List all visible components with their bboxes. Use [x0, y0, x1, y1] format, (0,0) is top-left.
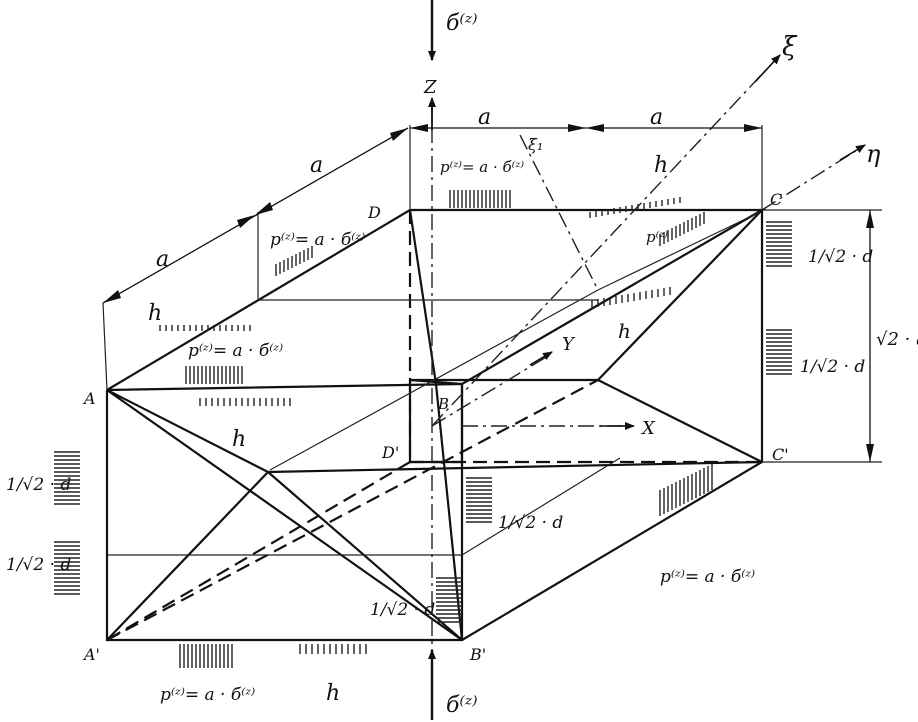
- axis-xi1-label: ξ₁: [528, 135, 543, 154]
- p-bottom-label: p⁽ᶻ⁾= a · б⁽ᶻ⁾: [160, 685, 255, 705]
- axes: [428, 54, 866, 720]
- y-axis-line: [431, 355, 549, 427]
- d-left-2-label: 1/√2 · d: [6, 555, 71, 575]
- vertex-c-label: C: [770, 190, 782, 209]
- hatch-left-top-side: [54, 451, 80, 505]
- hatch-back-h: [589, 197, 681, 218]
- hatch-center-right-side: [466, 477, 492, 523]
- xi1-axis-line: [519, 134, 599, 291]
- d-right-2-label: 1/√2 · d: [800, 357, 865, 377]
- vertex-a-prime-label: A': [82, 645, 100, 664]
- h-label-4: h: [618, 319, 631, 343]
- hatch-top-front-vertical: [185, 366, 243, 384]
- axis-eta-label: η: [866, 140, 881, 168]
- hatch-bottom-h: [299, 644, 367, 654]
- dim-a-left-1: a: [310, 153, 323, 178]
- p-top-left-label: p⁽ᶻ⁾= a · б⁽ᶻ⁾: [270, 230, 365, 250]
- dim-a-top-2: a: [650, 105, 663, 130]
- hatch-right-top-side: [766, 221, 792, 267]
- hatch-center-h: [591, 287, 671, 308]
- h-label-5: h: [326, 681, 340, 706]
- p-top-back-label: p⁽ᶻ⁾= a · б⁽ᶻ⁾: [440, 158, 524, 176]
- hatch-left-h: [159, 325, 251, 331]
- hatch-top-left-vertical: [275, 246, 313, 276]
- p-top-right-label: p⁽ᶻ⁾: [646, 228, 668, 246]
- hidden-base-edge: [106, 461, 411, 641]
- p-right-side-label: p⁽ᶻ⁾= a · б⁽ᶻ⁾: [660, 567, 755, 587]
- vertex-a-label: A: [82, 389, 96, 408]
- axis-y-label: Y: [562, 334, 576, 355]
- vertex-b-prime-label: B': [469, 645, 486, 664]
- hatch-front-h: [199, 398, 291, 406]
- sigma-top-label: б⁽ᶻ⁾: [446, 11, 478, 36]
- dim-height-label: √2 · a: [876, 329, 918, 350]
- hatch-bottom-vertical: [179, 644, 233, 668]
- hatch-top-right-vertical: [659, 212, 705, 246]
- dim-a-left-2: a: [156, 247, 169, 272]
- dimension-lines: [102, 124, 874, 462]
- load-hatches: [54, 190, 792, 668]
- d-left-1-label: 1/√2 · d: [6, 475, 71, 495]
- p-top-front-label: p⁽ᶻ⁾= a · б⁽ᶻ⁾: [188, 341, 283, 361]
- d-center-2-label: 1/√2 · d: [370, 600, 435, 620]
- dim-a-top-1: a: [478, 105, 491, 130]
- labels: б⁽ᶻ⁾ б⁽ᶻ⁾ Z X Y ξ ξ₁ η a a a a √2 · a A …: [6, 11, 918, 718]
- d-center-1-label: 1/√2 · d: [498, 513, 563, 533]
- axis-xi-label: ξ: [782, 32, 798, 62]
- hatch-left-bottom-side: [54, 541, 80, 595]
- reference-lines: [107, 209, 882, 556]
- vertex-c-prime-label: C': [772, 445, 789, 464]
- vertex-d-prime-label: D': [381, 443, 399, 462]
- front-face-edges: [105, 384, 464, 642]
- vertex-d-label: D: [367, 203, 381, 222]
- hatch-right-mid-side: [766, 329, 792, 375]
- inner-solid: [106, 209, 763, 641]
- sigma-bottom-label: б⁽ᶻ⁾: [446, 693, 478, 718]
- hatch-top-back-vertical: [449, 190, 511, 208]
- axis-z-label: Z: [423, 77, 437, 98]
- h-label-3: h: [654, 153, 668, 178]
- axis-x-label: X: [640, 418, 656, 439]
- h-label-1: h: [148, 301, 162, 326]
- hatch-center-lower-side: [436, 577, 462, 623]
- xi-axis-line: [431, 54, 781, 427]
- h-label-2: h: [232, 427, 246, 452]
- d-right-1-label: 1/√2 · d: [808, 247, 873, 267]
- hatch-right-face-vertical: [659, 464, 713, 516]
- vertex-b-label: B: [437, 395, 449, 413]
